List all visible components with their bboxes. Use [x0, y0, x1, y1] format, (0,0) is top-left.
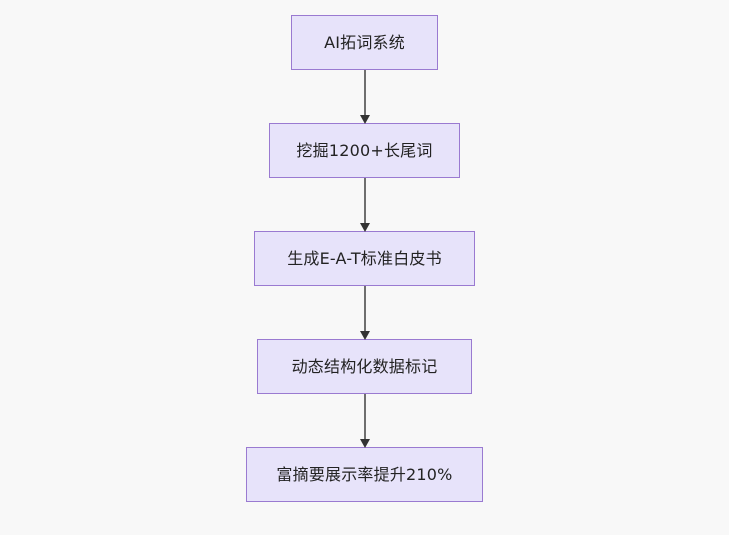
flowchart-node-3[interactable]: 生成E-A-T标准白皮书 — [254, 231, 475, 286]
flowchart-arrow-1-to-2 — [358, 70, 371, 124]
flowchart-node-column: AI拓词系统 挖掘1200+长尾词 生成E-A-T标准白皮书 动态结构化数据标记 — [246, 15, 483, 502]
flowchart-node-5-label: 富摘要展示率提升210% — [276, 464, 453, 484]
flowchart-node-4[interactable]: 动态结构化数据标记 — [257, 339, 472, 394]
flowchart-node-2[interactable]: 挖掘1200+长尾词 — [269, 123, 460, 178]
flowchart-arrow-2-to-3 — [358, 178, 371, 232]
flowchart-node-3-label: 生成E-A-T标准白皮书 — [287, 248, 442, 268]
flowchart-node-2-label: 挖掘1200+长尾词 — [296, 140, 433, 160]
arrow-line — [363, 178, 366, 224]
arrow-line — [363, 70, 366, 116]
arrow-head-icon — [359, 331, 370, 340]
arrow-line — [363, 286, 366, 332]
arrow-head-icon — [359, 115, 370, 124]
flowchart-node-1[interactable]: AI拓词系统 — [291, 15, 438, 70]
arrow-line — [363, 394, 366, 440]
arrow-head-icon — [359, 223, 370, 232]
flowchart-arrow-4-to-5 — [358, 394, 371, 448]
flowchart-node-1-label: AI拓词系统 — [324, 32, 405, 52]
flowchart-node-4-label: 动态结构化数据标记 — [291, 356, 438, 376]
flowchart-node-5[interactable]: 富摘要展示率提升210% — [246, 447, 483, 502]
arrow-head-icon — [359, 439, 370, 448]
flowchart-arrow-3-to-4 — [358, 286, 371, 340]
